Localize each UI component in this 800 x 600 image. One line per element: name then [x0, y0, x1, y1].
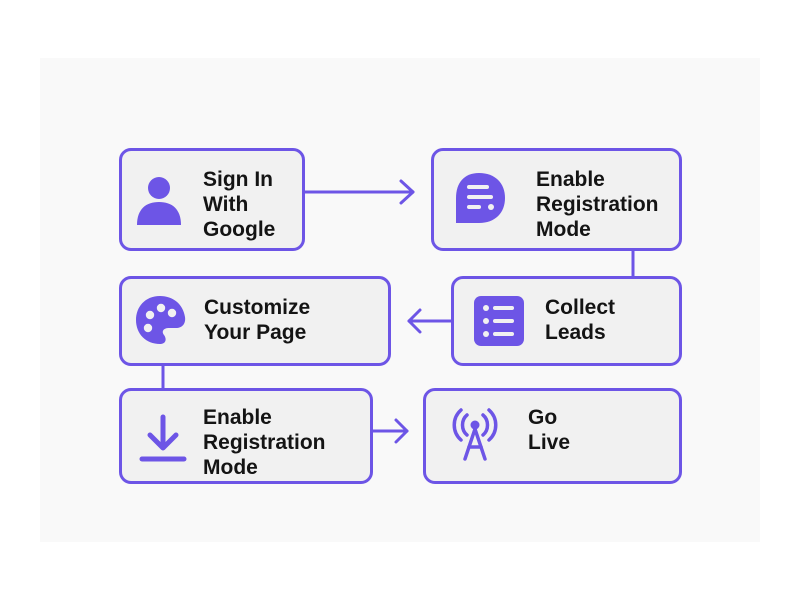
step-label: Sign In With Google — [203, 168, 276, 241]
step-label: Enable Registration Mode — [536, 168, 659, 241]
chat-bubble-icon — [452, 171, 506, 225]
download-icon — [136, 411, 190, 465]
step-label: Collect Leads — [545, 296, 616, 344]
arrowhead-5-to-6 — [394, 418, 409, 444]
step-card-enable-registration-bottom: Enable Registration Mode — [119, 388, 373, 484]
arrowhead-1-to-2 — [399, 179, 415, 205]
palette-icon — [133, 293, 187, 347]
step-label: Go Live — [528, 406, 571, 454]
step-card-go-live: Go Live — [423, 388, 682, 484]
step-label: Enable Registration Mode — [203, 406, 326, 479]
step-card-customize-page: Customize Your Page — [119, 276, 391, 366]
step-card-enable-registration-top: Enable Registration Mode — [431, 148, 682, 251]
arrowhead-4-to-3 — [407, 308, 422, 334]
broadcast-tower-icon — [448, 407, 502, 461]
list-icon — [472, 294, 526, 348]
step-card-collect-leads: Collect Leads — [451, 276, 682, 366]
step-card-sign-in: Sign In With Google — [119, 148, 305, 251]
step-label: Customize Your Page — [204, 296, 311, 344]
user-icon — [132, 173, 186, 227]
